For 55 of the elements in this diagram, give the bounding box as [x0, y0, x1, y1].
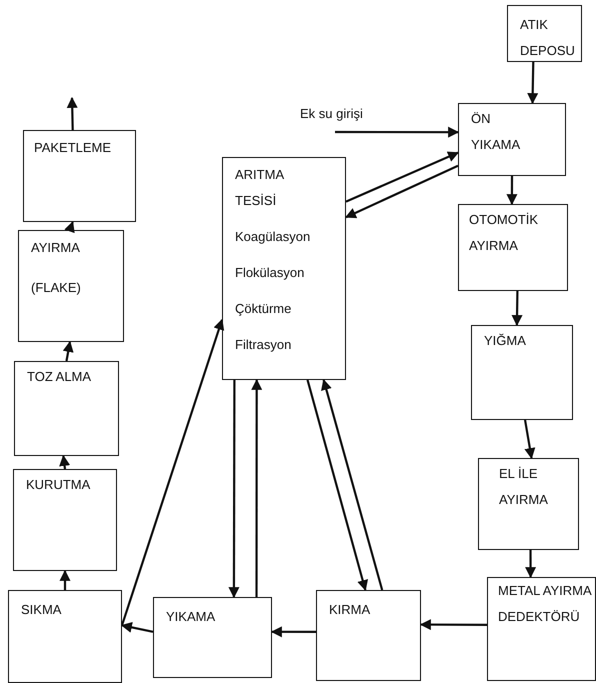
process-box	[14, 361, 119, 456]
arrow	[120, 318, 224, 626]
process-box	[153, 597, 272, 678]
process-box	[487, 577, 596, 681]
arrow	[345, 164, 458, 218]
step-label: TOZ ALMA	[27, 368, 92, 386]
process-box	[478, 458, 579, 550]
arrow	[306, 380, 368, 592]
arrow	[335, 126, 460, 138]
edge-label: Ek su girişi	[300, 106, 363, 121]
arrow	[527, 62, 538, 104]
process-box	[18, 230, 124, 342]
step-label: KIRMA	[329, 601, 372, 619]
step-detail: (FLAKE)	[31, 279, 82, 297]
arrow	[524, 420, 536, 460]
arrow	[60, 570, 70, 590]
process-box	[13, 469, 117, 571]
process-box	[23, 130, 136, 222]
process-box	[507, 5, 582, 62]
process-box	[316, 590, 421, 681]
step-label: METAL AYIRMA DEDEKTÖRÜ	[498, 582, 592, 626]
arrow	[228, 380, 240, 598]
step-label: YIĞMA	[484, 332, 527, 350]
step-label: EL İLE AYIRMA	[499, 465, 549, 509]
process-box	[222, 157, 346, 380]
arrow	[120, 622, 154, 633]
step-label: ARITMA TESİSİ	[235, 166, 285, 210]
step-label: SIKMA	[21, 601, 62, 619]
process-box	[471, 325, 573, 420]
step-detail: Filtrasyon	[235, 336, 292, 354]
step-detail: Çöktürme	[235, 300, 292, 318]
arrow	[506, 176, 518, 206]
step-label: ATIK DEPOSU	[520, 16, 576, 60]
step-label: AYIRMA	[31, 239, 81, 257]
process-box	[8, 590, 122, 683]
arrow	[59, 454, 70, 470]
arrow	[251, 378, 262, 597]
step-label: OTOMOTİK AYIRMA	[469, 211, 540, 255]
step-label: KURUTMA	[26, 476, 92, 494]
process-box	[458, 103, 566, 176]
step-detail: Flokülasyon	[235, 264, 306, 282]
step-label: PAKETLEME	[34, 139, 112, 157]
arrow	[525, 550, 536, 578]
arrow	[420, 619, 487, 630]
arrow	[270, 626, 316, 638]
step-detail: Koagülasyon	[235, 228, 312, 246]
process-box	[458, 204, 568, 291]
step-label: YIKAMA	[166, 608, 216, 626]
arrow	[64, 220, 75, 234]
step-label: ÖN YIKAMA	[471, 110, 522, 154]
arrow	[321, 378, 384, 590]
arrow	[512, 290, 523, 326]
arrow	[346, 152, 459, 203]
arrow	[62, 340, 74, 362]
arrow	[66, 96, 78, 130]
